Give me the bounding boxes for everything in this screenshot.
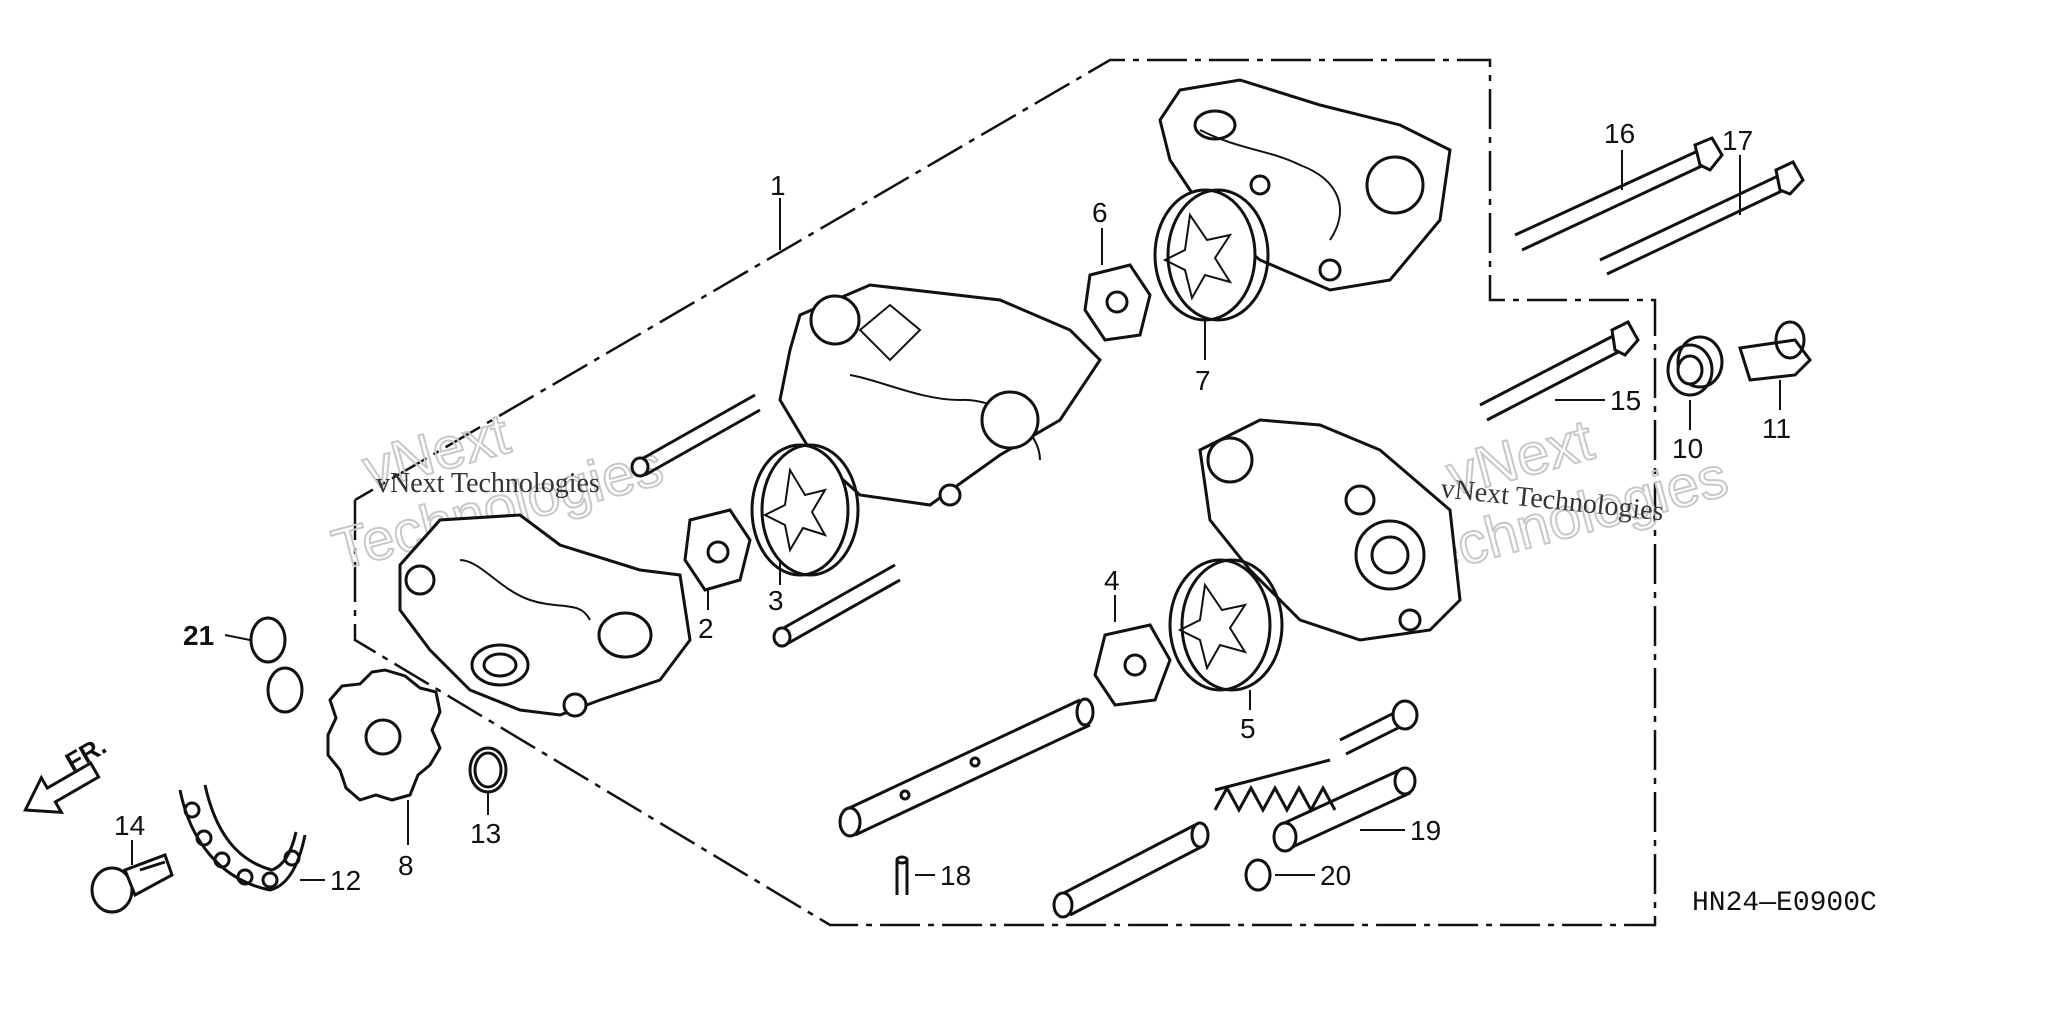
dowel-pin-upper — [630, 393, 761, 478]
relief-valve-pin — [1339, 699, 1419, 756]
clip-11 — [1738, 320, 1812, 382]
front-label: FR. — [60, 730, 111, 777]
bolt-15 — [1479, 320, 1640, 422]
dowel-pin-lower — [772, 563, 901, 648]
callout-8: 8 — [398, 850, 414, 881]
inner-rotor-6 — [1083, 263, 1152, 342]
pump-body-middle — [778, 283, 1102, 507]
watermark-left: vNext Technologies — [376, 468, 600, 499]
callout-4: 4 — [1104, 565, 1120, 596]
bolt-16 — [1514, 136, 1724, 252]
callout-18: 18 — [940, 860, 971, 891]
relief-valve-plunger — [1052, 821, 1210, 919]
flange-bolt-14 — [90, 853, 174, 914]
callout-17: 17 — [1722, 125, 1753, 156]
o-ring-13 — [468, 746, 508, 794]
callout-5: 5 — [1240, 713, 1256, 744]
callout-20: 20 — [1320, 860, 1351, 891]
callout-19: 19 — [1410, 815, 1441, 846]
pump-shaft — [838, 697, 1095, 838]
o-ring-20 — [1244, 858, 1272, 892]
outer-rotor-5 — [1168, 558, 1284, 692]
front-arrow-icon — [23, 761, 101, 814]
callout-15: 15 — [1610, 385, 1641, 416]
outer-rotor-7 — [1153, 188, 1270, 322]
callout-1: 1 — [770, 170, 786, 201]
callout-2: 2 — [698, 613, 714, 644]
callout-3: 3 — [768, 585, 784, 616]
drive-chain-12 — [178, 784, 307, 892]
diagram-code: HN24—E0900C — [1692, 888, 1877, 919]
inner-rotor-2 — [683, 508, 752, 592]
o-ring-21 — [249, 616, 304, 714]
assembly-outline — [353, 58, 1657, 927]
leader-lines — [131, 150, 1781, 881]
callout-12: 12 — [330, 865, 361, 896]
collar-10 — [1666, 335, 1724, 397]
relief-valve-sleeve-19 — [1272, 766, 1417, 853]
callout-10: 10 — [1672, 433, 1703, 464]
sprocket-8 — [326, 668, 442, 802]
relief-valve-spring — [1213, 758, 1337, 814]
callout-14: 14 — [114, 810, 145, 841]
outer-rotor-3 — [750, 443, 860, 577]
callout-13: 13 — [470, 818, 501, 849]
pin-18 — [895, 855, 909, 895]
callout-21: 21 — [183, 620, 214, 651]
inner-rotor-4 — [1093, 623, 1172, 707]
callout-11: 11 — [1762, 413, 1791, 444]
callout-6: 6 — [1092, 197, 1108, 228]
callout-7: 7 — [1195, 365, 1211, 396]
callout-16: 16 — [1604, 118, 1635, 149]
pump-cover-front — [398, 513, 692, 718]
bolt-17 — [1599, 160, 1805, 276]
